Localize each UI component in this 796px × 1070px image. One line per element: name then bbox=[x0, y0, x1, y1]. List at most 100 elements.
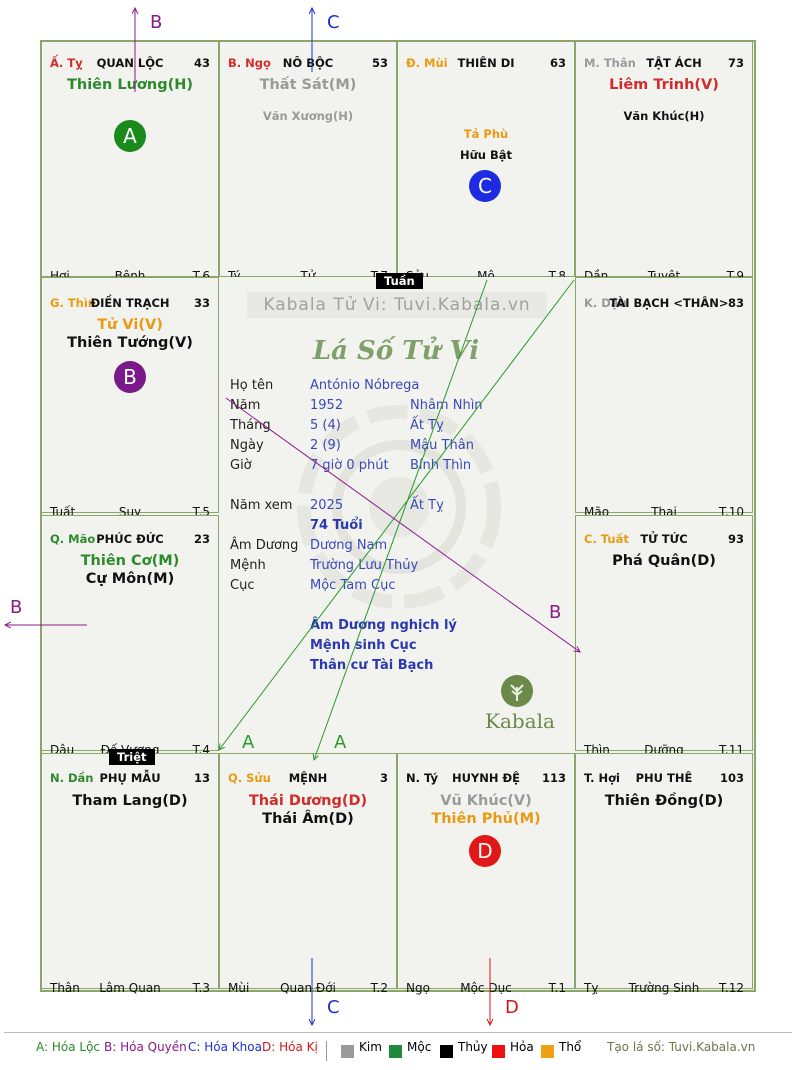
palace-phuc-duc: Q. Mão PHÚC ĐỨC 23 Thiên Cơ(M)Cự Môn(M) … bbox=[41, 515, 219, 757]
star: Thái Dương(D) bbox=[248, 793, 368, 809]
star: Văn Khúc(H) bbox=[623, 109, 705, 123]
palace-age: 23 bbox=[193, 532, 210, 546]
kabala-logo-text: Kabala bbox=[485, 709, 555, 733]
value-ngay-can: Mậu Thân bbox=[410, 438, 474, 453]
swatch-tho bbox=[541, 1045, 554, 1058]
palace-age: 103 bbox=[719, 771, 744, 785]
value-tuoi: 74 Tuổi bbox=[310, 518, 363, 533]
palace-tat-ach: M. Thân TẬT ÁCH 73 Liêm Trinh(V)Văn Khúc… bbox=[575, 41, 753, 283]
cell-stage: Quan Đới bbox=[280, 981, 336, 995]
cell-element: N. Tý bbox=[406, 771, 438, 785]
cell-branch: Tỵ bbox=[584, 981, 599, 995]
swatch-kim bbox=[341, 1045, 354, 1058]
value-thang: 5 (4) bbox=[310, 418, 341, 433]
legend-moc: Mộc bbox=[407, 1040, 432, 1054]
hoa-ki-marker: D bbox=[469, 835, 501, 867]
star: Thái Âm(D) bbox=[262, 811, 354, 827]
arrow-label-c: C bbox=[327, 12, 340, 33]
hoa-quyen-marker: B bbox=[114, 361, 146, 393]
palace-age: 13 bbox=[193, 771, 210, 785]
label-am-duong: Âm Dương bbox=[230, 538, 299, 553]
cell-month: T.2 bbox=[370, 981, 388, 995]
cell-element: Q. Mão bbox=[50, 532, 96, 546]
palace-huynh-de: N. Tý HUYNH ĐỆ 113 Vũ Khúc(V)Thiên Phủ(M… bbox=[397, 753, 575, 995]
hoa-khoa-marker: C bbox=[469, 170, 501, 202]
value-gio-can: Bính Thìn bbox=[410, 458, 472, 473]
arrow-label-b: B bbox=[549, 602, 562, 623]
palace-name: TẬT ÁCH bbox=[646, 56, 702, 70]
value-am-duong: Dương Nam bbox=[310, 538, 388, 553]
cell-element: G. Thìn bbox=[50, 296, 96, 310]
star: Thiên Cơ(M) bbox=[80, 553, 180, 569]
value-menh: Trường Lưu Thủy bbox=[310, 558, 419, 573]
cell-element: T. Hợi bbox=[584, 771, 620, 785]
cell-element: N. Dần bbox=[50, 771, 94, 785]
legend-kim: Kim bbox=[359, 1040, 382, 1054]
footer-site-link[interactable]: Tạo lá số: Tuvi.Kabala.vn bbox=[607, 1040, 756, 1054]
triet-tag: Triệt bbox=[109, 749, 155, 765]
legend-hoa: Hỏa bbox=[510, 1040, 534, 1054]
cell-element: B. Ngọ bbox=[228, 56, 271, 70]
palace-age: 83 bbox=[727, 296, 744, 310]
cell-element: K. Dậu bbox=[584, 296, 627, 310]
palace-age: 33 bbox=[193, 296, 210, 310]
value-cuc: Mộc Tam Cục bbox=[310, 578, 396, 593]
palace-age: 3 bbox=[379, 771, 388, 785]
cell-element: Q. Sửu bbox=[228, 771, 271, 785]
cell-stage: Trường Sinh bbox=[628, 981, 700, 995]
palace-name: QUAN LỘC bbox=[96, 56, 164, 70]
star: Thiên Tướng(V) bbox=[67, 335, 193, 351]
footer-divider bbox=[4, 1032, 792, 1033]
arrow-label-a: A bbox=[242, 732, 255, 753]
watermark-text: Kabala Tử Vi: Tuvi.Kabala.vn bbox=[247, 292, 547, 318]
star: Vũ Khúc(V) bbox=[440, 793, 532, 809]
cell-branch: Mùi bbox=[228, 981, 250, 995]
star: Tả Phù bbox=[463, 127, 509, 141]
star: Liêm Trinh(V) bbox=[609, 77, 719, 93]
cell-month: T.3 bbox=[192, 981, 210, 995]
value-ho-ten: António Nóbrega bbox=[310, 378, 420, 393]
star: Thiên Lương(H) bbox=[66, 77, 193, 93]
star: Phá Quân(D) bbox=[612, 553, 716, 569]
palace-name: TỬ TỨC bbox=[640, 532, 688, 546]
kabala-logo-icon bbox=[501, 675, 533, 707]
arrow-label-d: D bbox=[505, 997, 519, 1018]
palace-name: TÀI BẠCH <THÂN> bbox=[609, 296, 729, 310]
label-thang: Tháng bbox=[230, 418, 271, 433]
label-menh: Mệnh bbox=[230, 558, 266, 573]
arrow-label-a: A bbox=[334, 732, 347, 753]
cell-stage: Mộc Dục bbox=[460, 981, 512, 995]
palace-name: NÔ BỘC bbox=[282, 56, 334, 70]
label-ngay: Ngày bbox=[230, 438, 264, 453]
cell-month: T.1 bbox=[548, 981, 566, 995]
palace-dien-trach: G. Thìn ĐIỀN TRẠCH 33 Tử Vi(V)Thiên Tướn… bbox=[41, 277, 219, 519]
swatch-hoa bbox=[492, 1045, 505, 1058]
cell-branch: Thân bbox=[50, 981, 80, 995]
value-nam-xem: 2025 bbox=[310, 498, 344, 513]
legend-hoa-khoa: C: Hóa Khoa bbox=[188, 1040, 262, 1054]
arrow-label-c: C bbox=[327, 997, 340, 1018]
palace-age: 113 bbox=[541, 771, 566, 785]
value-gio: 7 giờ 0 phút bbox=[310, 458, 389, 473]
value-thang-can: Ất Tỵ bbox=[410, 418, 444, 433]
value-ngay: 2 (9) bbox=[310, 438, 341, 453]
legend-thuy: Thủy bbox=[458, 1040, 488, 1054]
star: Hữu Bật bbox=[459, 148, 513, 162]
legend-hoa-ki: D: Hóa Kị bbox=[262, 1040, 318, 1054]
chart-title: Lá Số Tử Vi bbox=[312, 336, 480, 366]
value-nam-can: Nhâm Nhìn bbox=[410, 398, 483, 413]
cell-element: M. Thân bbox=[584, 56, 636, 70]
arrow-label-b: B bbox=[10, 597, 23, 618]
palace-name: PHỤ MẪU bbox=[99, 771, 161, 785]
cell-branch: Ngọ bbox=[406, 981, 430, 995]
palace-menh: Q. Sửu MỆNH 3 Thái Dương(D)Thái Âm(D) Mù… bbox=[219, 753, 397, 995]
note-am-duong: Âm Dương nghịch lý bbox=[310, 618, 457, 633]
hoa-loc-marker: A bbox=[114, 120, 146, 152]
tuan-tag: Tuần bbox=[376, 273, 423, 289]
palace-no-boc: B. Ngọ NÔ BỘC 53 Thất Sát(M)Văn Xương(H)… bbox=[219, 41, 397, 283]
cell-element: C. Tuất bbox=[584, 532, 629, 546]
